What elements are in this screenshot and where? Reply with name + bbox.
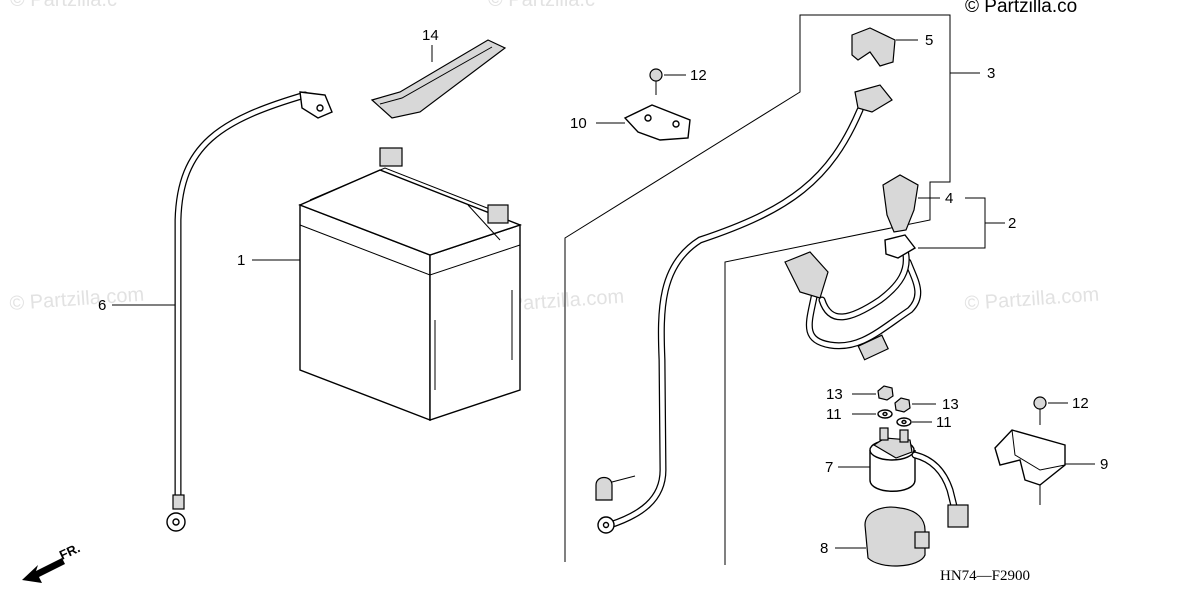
diagram-code: HN74—F2900 xyxy=(940,568,1030,584)
callout-3: 3 xyxy=(987,65,995,82)
washer-11-left xyxy=(877,409,893,419)
group-outline xyxy=(564,14,951,565)
callout-11-left: 11 xyxy=(826,406,842,423)
nut-13-left xyxy=(877,385,894,401)
callout-10: 10 xyxy=(570,115,587,132)
starter-relay-harness xyxy=(784,234,922,361)
callout-12-right: 12 xyxy=(1072,395,1089,412)
callout-8: 8 xyxy=(820,540,828,557)
front-label: FR. xyxy=(57,540,82,562)
relay-cover xyxy=(864,506,930,567)
callout-1: 1 xyxy=(237,252,245,269)
copyright-top-right: © Partzilla.co xyxy=(965,0,1077,17)
watermark-mid-right: © Partzilla.com xyxy=(964,284,1100,315)
callout-9: 9 xyxy=(1100,456,1108,473)
callout-11-right: 11 xyxy=(936,414,952,431)
callout-5: 5 xyxy=(925,32,933,49)
watermark-mid-left: © Partzilla.com xyxy=(9,284,145,315)
washer-11-right xyxy=(896,417,912,427)
watermark-top-left: © Partzilla.c xyxy=(10,0,117,11)
bracket-9 xyxy=(994,429,1066,505)
negative-cable xyxy=(166,91,333,532)
screw-12-right xyxy=(1033,396,1047,425)
callout-7: 7 xyxy=(825,459,833,476)
callout-2: 2 xyxy=(1008,215,1016,232)
callout-13-left: 13 xyxy=(826,386,843,403)
front-arrow-icon xyxy=(22,558,65,583)
callout-6: 6 xyxy=(98,297,106,314)
battery-strap xyxy=(370,39,507,119)
positive-cable xyxy=(595,84,893,534)
starter-relay xyxy=(869,427,969,528)
nut-13-right xyxy=(894,397,911,413)
bracket-10 xyxy=(623,104,691,141)
screw-12-top xyxy=(649,68,663,95)
callout-4: 4 xyxy=(945,190,953,207)
battery xyxy=(298,147,523,422)
watermark-top-mid: © Partzilla.c xyxy=(488,0,595,11)
callout-14: 14 xyxy=(422,27,439,44)
callout-12-top: 12 xyxy=(690,67,707,84)
terminal-cover-4 xyxy=(882,174,919,233)
callout-13-right: 13 xyxy=(942,396,959,413)
terminal-cover-5 xyxy=(851,27,896,67)
